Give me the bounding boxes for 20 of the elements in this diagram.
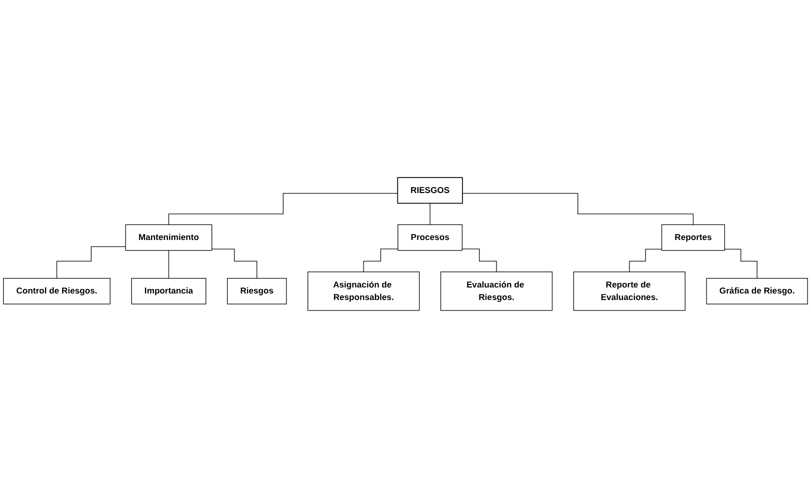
connector bbox=[168, 193, 398, 226]
connector bbox=[56, 246, 126, 279]
node-box: Importancia bbox=[131, 278, 206, 304]
node-box: RIESGOS bbox=[397, 177, 463, 204]
connector bbox=[212, 248, 258, 279]
node-box: Procesos bbox=[398, 224, 463, 251]
node-box: Riesgos bbox=[227, 278, 287, 304]
node-box: Control de Riesgos. bbox=[3, 278, 110, 304]
node-box: Asignación de Responsables. bbox=[308, 272, 420, 311]
node-box: Evaluación de Riesgos. bbox=[440, 272, 553, 311]
connector bbox=[363, 248, 398, 272]
node-box: Gráfica de Riesgo. bbox=[706, 278, 808, 304]
node-box: Reportes bbox=[661, 224, 725, 251]
node-box: Mantenimiento bbox=[125, 224, 212, 251]
connector bbox=[629, 248, 662, 272]
connector bbox=[462, 248, 497, 272]
node-box: Reporte de Evaluaciones. bbox=[573, 272, 686, 311]
connector bbox=[724, 248, 758, 279]
connector bbox=[462, 193, 694, 226]
connector bbox=[168, 250, 170, 279]
